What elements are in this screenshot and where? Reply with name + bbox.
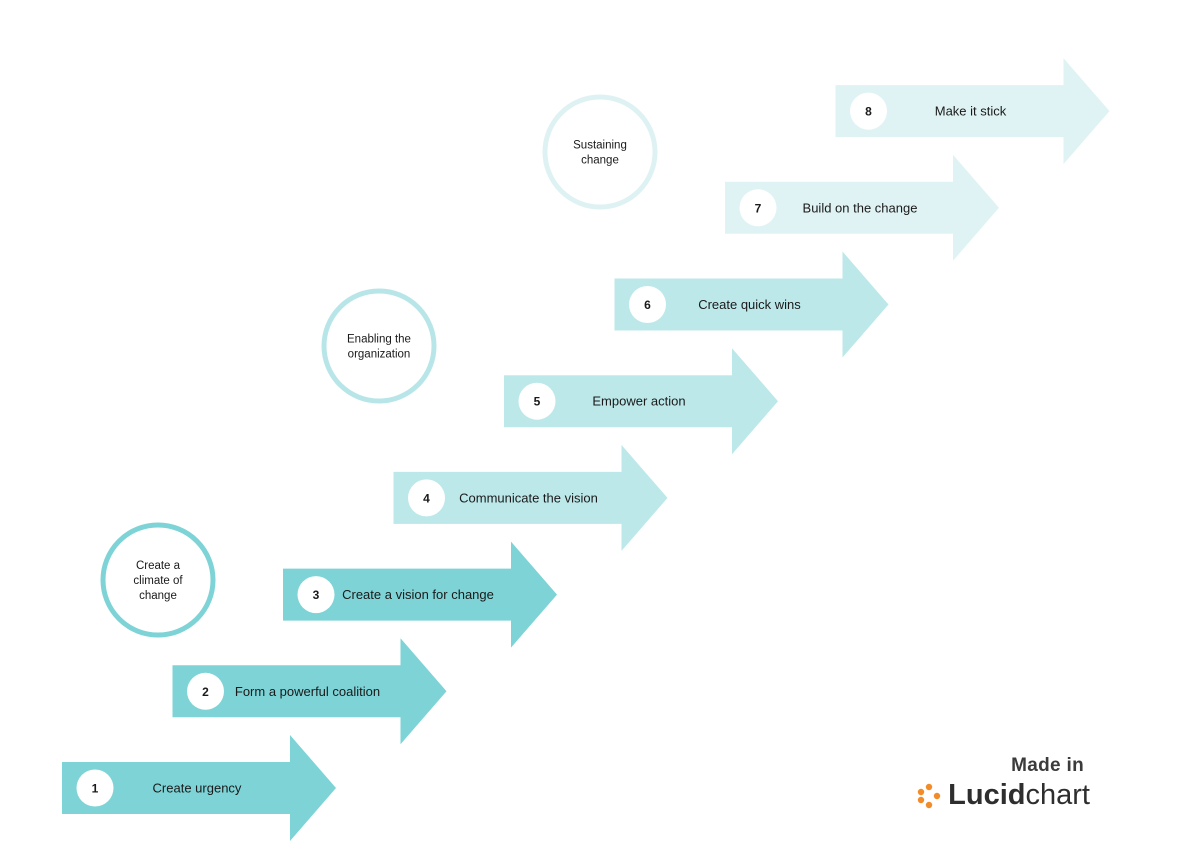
step-arrow-shape	[614, 251, 889, 358]
phase-label-line: Enabling the	[347, 334, 411, 346]
phase-circle	[100, 522, 216, 638]
step-arrow-shape	[283, 541, 557, 648]
step-8: 8 Make it stick	[835, 58, 1110, 165]
step-label: Form a powerful coalition	[235, 684, 380, 699]
step-label: Make it stick	[935, 104, 1007, 119]
brand-name-bold: Lucid	[948, 779, 1026, 811]
step-3: 3 Create a vision for change	[283, 541, 557, 648]
logo-dot	[917, 796, 925, 803]
phase-circle	[321, 288, 437, 404]
phase-sustaining: Sustaining change	[542, 94, 658, 210]
step-label: Create a vision for change	[342, 587, 494, 602]
step-4: 4 Communicate the vision	[393, 444, 668, 551]
logo-dot	[933, 792, 941, 799]
step-number-badge	[76, 769, 114, 807]
step-arrows: 1 Create urgency 2 Form a powerful coalitio…	[62, 58, 1110, 841]
made-in-text: Made in	[1011, 755, 1084, 776]
phase-label-line: change	[139, 590, 177, 602]
phase-label-line: climate of	[133, 575, 183, 587]
lucidchart-logo-icon	[917, 783, 941, 808]
step-number-badge	[739, 189, 777, 227]
step-number: 6	[644, 298, 651, 312]
step-arrow-shape	[725, 154, 999, 261]
step-arrow-shape	[62, 735, 336, 841]
logo-dot	[925, 801, 933, 808]
step-arrow-shape	[504, 348, 778, 455]
step-5: 5 Empower action	[504, 348, 778, 455]
phase-label-line: Create a	[136, 560, 181, 572]
phase-label-line: change	[581, 155, 619, 167]
step-arrow-shape	[835, 58, 1110, 165]
step-label: Communicate the vision	[459, 490, 598, 505]
step-number-badge	[187, 672, 224, 710]
step-arrow-shape	[172, 638, 447, 745]
logo-dot	[925, 783, 933, 790]
step-label: Create quick wins	[698, 297, 801, 312]
step-number: 4	[423, 491, 430, 505]
step-7: 7 Build on the change	[725, 154, 999, 261]
phase-enabling: Enabling the organization	[321, 288, 437, 404]
step-2: 2 Form a powerful coalition	[172, 638, 447, 745]
phase-label-line: Sustaining	[573, 140, 627, 152]
step-number: 1	[92, 782, 99, 796]
step-number: 5	[534, 395, 541, 409]
step-number-badge	[850, 92, 887, 130]
step-number: 7	[755, 201, 762, 215]
step-label: Empower action	[592, 394, 685, 409]
phase-circle	[542, 94, 658, 210]
step-number: 3	[313, 588, 320, 602]
step-6: 6 Create quick wins	[614, 251, 889, 358]
step-number: 8	[865, 105, 872, 119]
logo-dot	[917, 788, 925, 795]
brand-name-regular: chart	[1025, 779, 1090, 811]
step-number-badge	[629, 286, 666, 323]
step-1: 1 Create urgency	[62, 735, 336, 841]
phase-climate: Create a climate of change	[100, 522, 216, 638]
step-number-badge	[518, 382, 556, 420]
step-label: Build on the change	[803, 200, 918, 215]
step-label: Create urgency	[153, 781, 242, 796]
step-number-badge	[297, 576, 335, 614]
step-arrow-shape	[393, 444, 668, 551]
phase-label-line: organization	[348, 349, 411, 361]
step-number: 2	[202, 685, 209, 699]
step-number-badge	[408, 479, 445, 517]
